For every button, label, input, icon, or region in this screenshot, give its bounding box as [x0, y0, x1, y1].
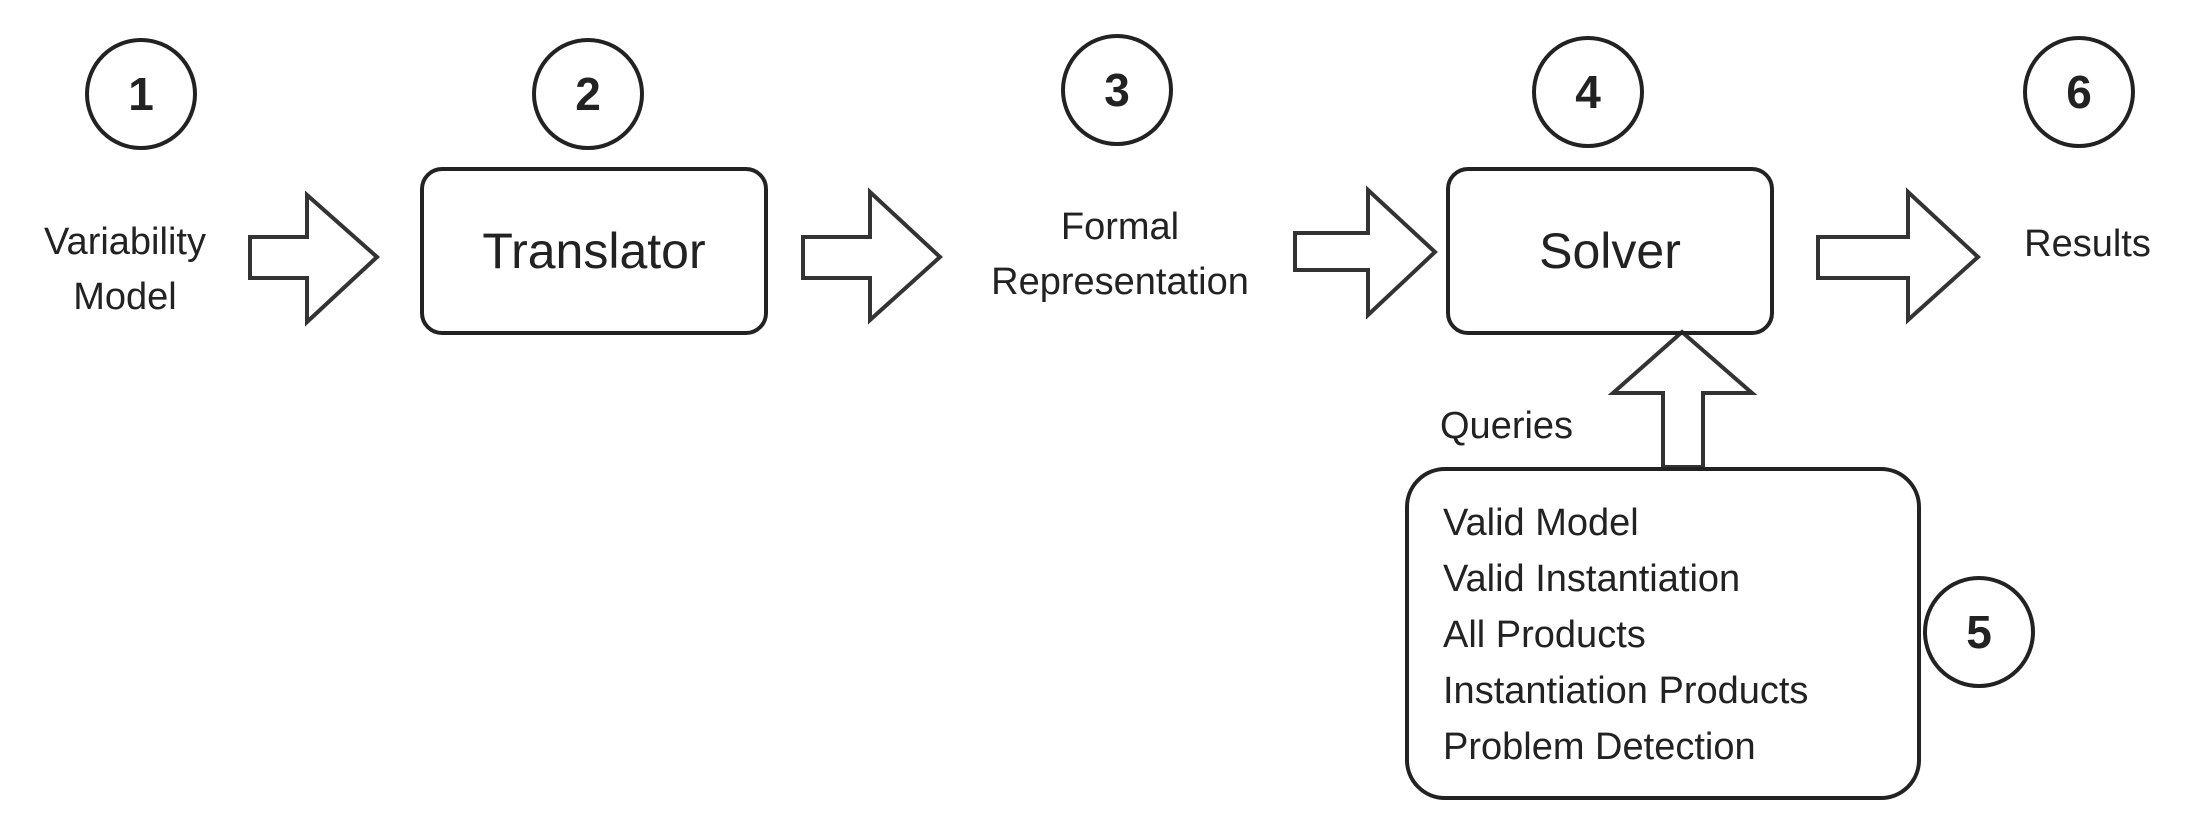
arrow-translator-to-formal-icon: [801, 187, 943, 325]
arrow-solver-to-results-icon: [1816, 187, 1981, 325]
variability-model-label: Variability Model: [10, 210, 240, 330]
arrow-formal-to-solver-icon: [1293, 185, 1438, 320]
query-item: Valid Instantiation: [1443, 558, 1741, 600]
variability-model-line1: Variability: [44, 220, 206, 263]
translator-box: Translator: [420, 167, 768, 335]
query-item: Valid Model: [1443, 502, 1639, 544]
formal-representation-label: Formal Representation: [960, 195, 1280, 315]
formal-representation-line2: Representation: [991, 261, 1249, 303]
query-item: All Products: [1443, 614, 1646, 656]
query-item: Instantiation Products: [1443, 670, 1809, 712]
solver-box: Solver: [1446, 167, 1774, 335]
results-label: Results: [1995, 215, 2180, 275]
step-5-badge: 5: [1923, 576, 2035, 688]
variability-model-line2: Model: [73, 276, 177, 318]
translator-label: Translator: [482, 223, 706, 279]
queries-box: Valid Model Valid Instantiation All Prod…: [1405, 467, 1921, 800]
step-3-number: 3: [1104, 64, 1130, 116]
step-1-badge: 1: [85, 38, 197, 150]
step-6-number: 6: [2066, 66, 2092, 118]
arrow-queries-to-solver-icon: [1607, 329, 1758, 469]
step-1-number: 1: [128, 68, 154, 120]
results-text: Results: [2024, 223, 2151, 266]
step-4-number: 4: [1575, 66, 1601, 118]
step-3-badge: 3: [1061, 34, 1173, 146]
step-2-number: 2: [575, 68, 601, 120]
query-item: Problem Detection: [1443, 726, 1756, 768]
step-5-number: 5: [1966, 606, 1992, 658]
step-4-badge: 4: [1532, 36, 1644, 148]
solver-label: Solver: [1539, 223, 1681, 279]
arrow-model-to-translator-icon: [248, 190, 380, 327]
formal-representation-line1: Formal: [1060, 205, 1180, 248]
queries-label: Queries: [1440, 405, 1574, 447]
step-6-badge: 6: [2023, 36, 2135, 148]
step-2-badge: 2: [532, 38, 644, 150]
